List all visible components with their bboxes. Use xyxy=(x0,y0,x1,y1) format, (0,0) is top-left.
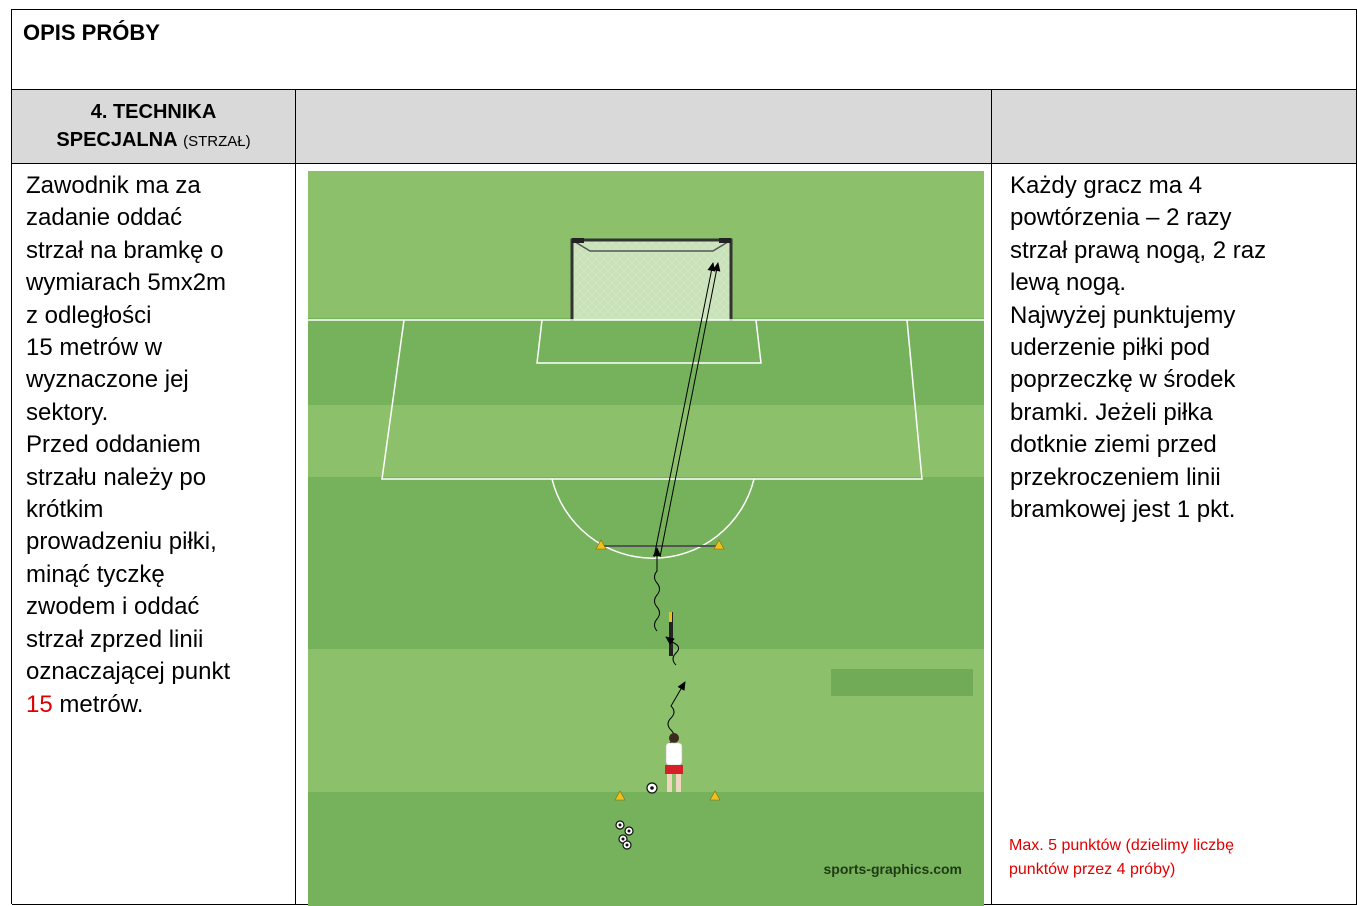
section-title-sub: (STRZAŁ) xyxy=(183,133,251,150)
section-title: 4. TECHNIKA SPECJALNA (STRZAŁ) xyxy=(12,98,295,156)
rules-line: lewą nogą. xyxy=(1010,267,1350,299)
field-marker-strip xyxy=(831,669,973,696)
rules-line: Każdy gracz ma 4 xyxy=(1010,170,1350,202)
rules-text: Każdy gracz ma 4 powtórzenia – 2 razy st… xyxy=(1010,170,1350,526)
rules-line: bramkowej jest 1 pkt. xyxy=(1010,494,1350,526)
section-number-title: 4. TECHNIKA xyxy=(91,101,217,123)
description-line: minąć tyczkę xyxy=(26,559,288,591)
description-line: z odległości xyxy=(26,300,288,332)
header-empty-cell-right xyxy=(992,90,1357,164)
header-empty-cell-middle xyxy=(296,90,992,164)
rules-line: Najwyżej punktujemy xyxy=(1010,300,1350,332)
rules-line: uderzenie piłki pod xyxy=(1010,332,1350,364)
pitch-diagram: sports-graphics.com xyxy=(308,171,984,906)
rules-line: bramki. Jeżeli piłka xyxy=(1010,397,1350,429)
page-title: OPIS PRÓBY xyxy=(23,20,160,46)
rules-line: strzał prawą nogą, 2 raz xyxy=(1010,235,1350,267)
rules-line: dotknie ziemi przed xyxy=(1010,429,1350,461)
rules-line: poprzeczkę w środek xyxy=(1010,364,1350,396)
description-line: wyznaczone jej xyxy=(26,364,288,396)
section-title-cell: 4. TECHNIKA SPECJALNA (STRZAŁ) xyxy=(12,90,296,164)
pole-icon xyxy=(669,612,673,656)
goal xyxy=(572,238,732,321)
table-header-row: OPIS PRÓBY xyxy=(12,10,1357,90)
section-title-bold: SPECJALNA xyxy=(56,129,177,151)
distance-highlight: 15 xyxy=(26,691,53,718)
rules-cell: Każdy gracz ma 4 powtórzenia – 2 razy st… xyxy=(992,164,1357,905)
description-line: krótkim xyxy=(26,494,288,526)
description-last-line-text: metrów. xyxy=(53,691,144,718)
description-text: Zawodnik ma za zadanie oddać strzał na b… xyxy=(26,170,288,721)
description-line: strzału należy po xyxy=(26,462,288,494)
rules-line: przekroczeniem linii xyxy=(1010,462,1350,494)
note-line: Max. 5 punktów (dzielimy liczbę xyxy=(1009,834,1349,858)
test-description-table: OPIS PRÓBY 4. TECHNIKA SPECJALNA (STRZAŁ… xyxy=(11,9,1357,904)
description-line: zwodem i oddać xyxy=(26,591,288,623)
description-line: 15 metrów w xyxy=(26,332,288,364)
max-points-note: Max. 5 punktów (dzielimy liczbę punktów … xyxy=(1009,834,1349,882)
description-line: sektory. xyxy=(26,397,288,429)
diagram-watermark: sports-graphics.com xyxy=(824,861,962,877)
diagram-cell: sports-graphics.com xyxy=(296,164,992,905)
description-last-line: 15 metrów. xyxy=(26,689,288,721)
description-line: wymiarach 5mx2m xyxy=(26,267,288,299)
description-line: oznaczającej punkt xyxy=(26,656,288,688)
description-line: Zawodnik ma za xyxy=(26,170,288,202)
description-line: zadanie oddać xyxy=(26,202,288,234)
description-line: strzał na bramkę o xyxy=(26,235,288,267)
description-line: strzał zprzed linii xyxy=(26,624,288,656)
description-line: Przed oddaniem xyxy=(26,429,288,461)
description-line: prowadzeniu piłki, xyxy=(26,526,288,558)
note-line: punktów przez 4 próby) xyxy=(1009,858,1349,882)
description-cell: Zawodnik ma za zadanie oddać strzał na b… xyxy=(12,164,296,905)
rules-line: powtórzenia – 2 razy xyxy=(1010,202,1350,234)
